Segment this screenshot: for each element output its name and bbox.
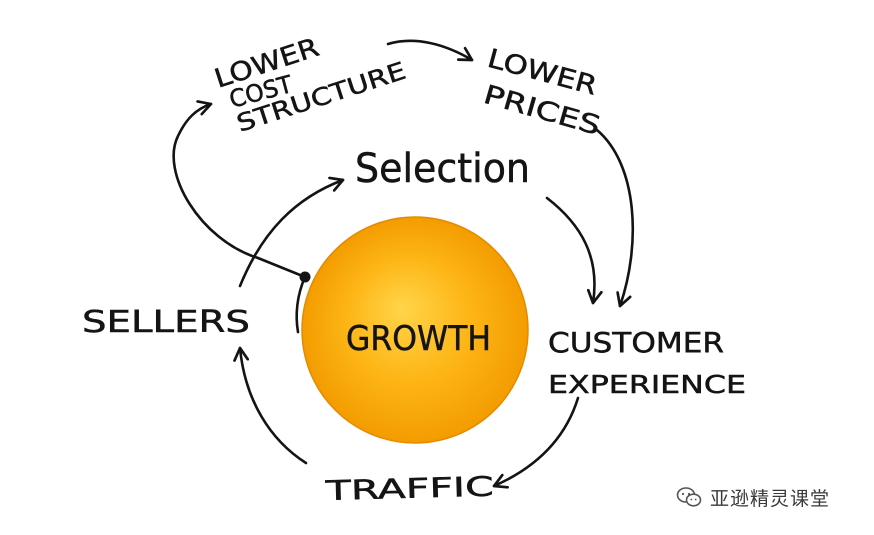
arrow-customer-experience-to-traffic [492,396,580,489]
node-customer-experience: CUSTOMER EXPERIENCE [548,326,747,400]
node-selection: Selection [355,146,530,192]
customer-experience-line-2: EXPERIENCE [548,370,746,399]
node-lower-cost-structure: LOWER COST STRUCTURE [211,33,410,138]
arrow-prices-to-customer-experience [595,128,635,308]
node-traffic: TRAFFIC [324,472,494,507]
growth-connector-dot [299,271,311,283]
growth-circle [301,216,529,444]
growth-label: GROWTH [346,319,491,359]
watermark-text: 亚逊精灵课堂 [710,487,831,510]
arrow-selection-to-customer-experience [545,196,603,305]
node-lower-prices: LOWER PRICES [480,44,604,143]
arrow-growth-to-lower-cost-structure [172,100,260,260]
watermark: 亚逊精灵课堂 [676,482,830,512]
growth-connector-line [256,256,307,279]
customer-experience-line-1: CUSTOMER [548,326,724,359]
arrow-traffic-to-sellers [233,346,308,465]
arrow-cost-structure-to-prices [386,39,474,62]
arrow-sellers-to-selection [238,176,345,288]
wechat-icon [676,487,702,507]
node-sellers: SELLERS [82,305,250,340]
